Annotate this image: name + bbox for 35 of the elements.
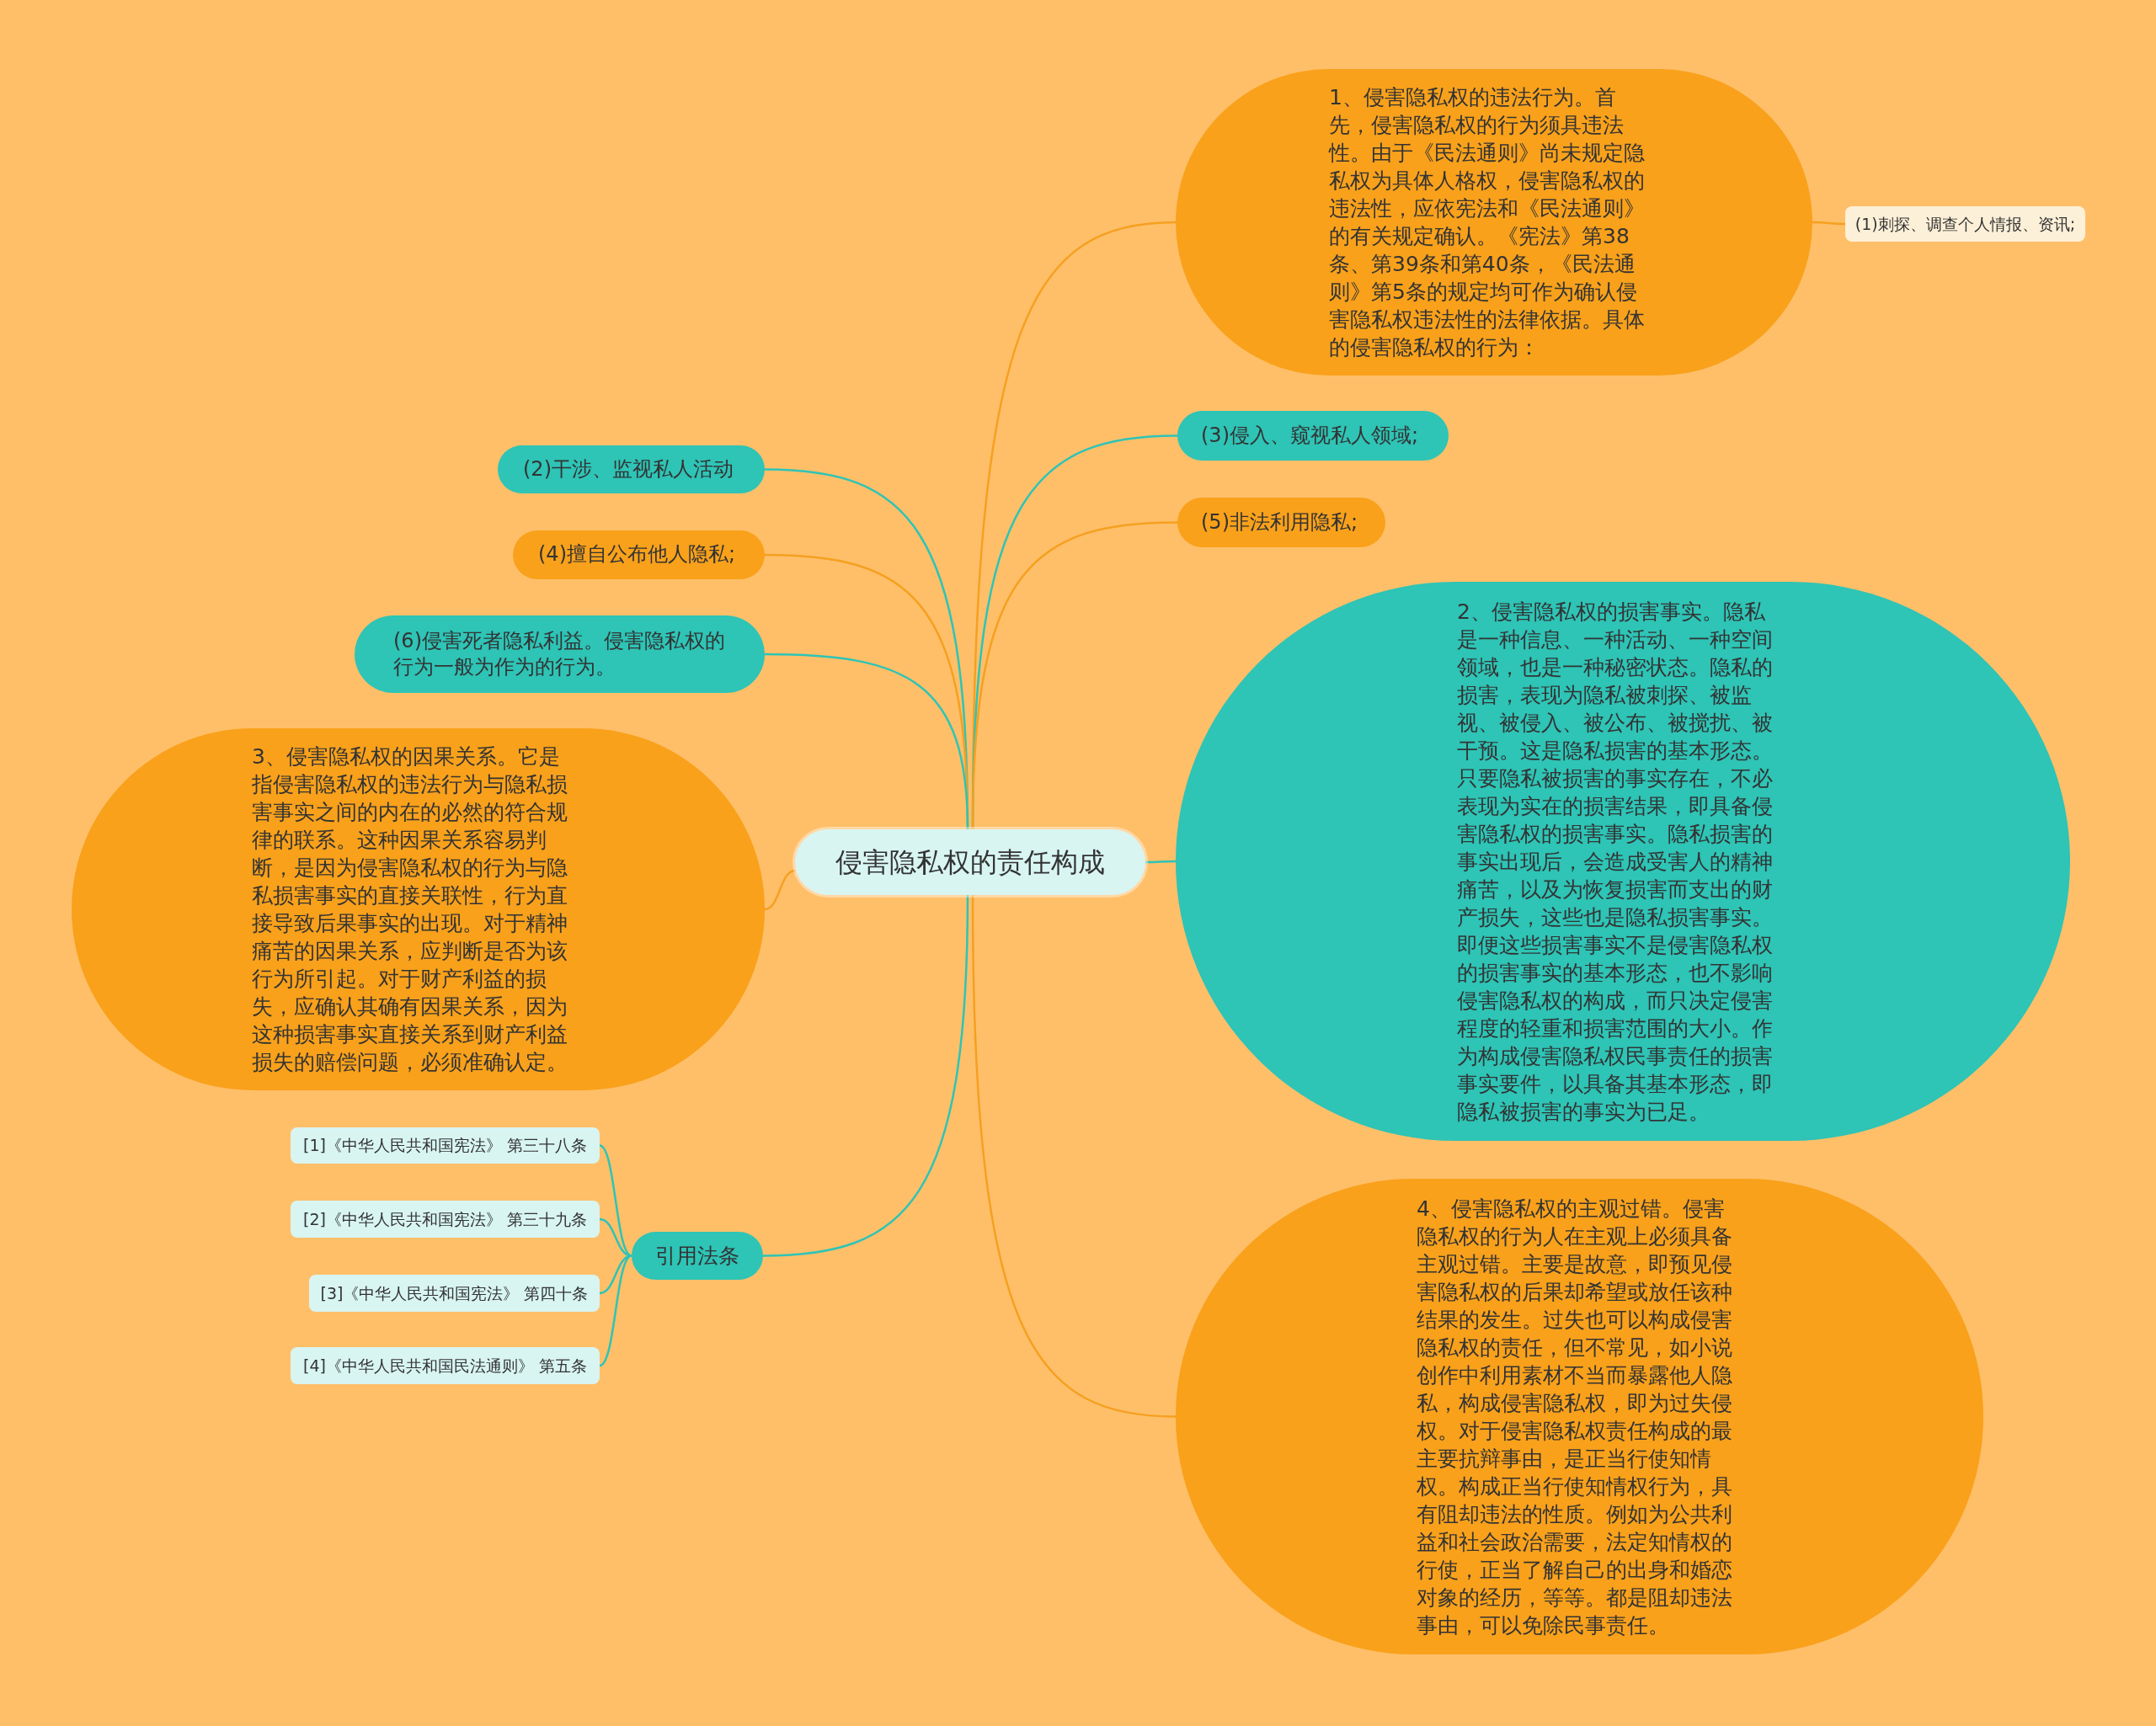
topic-bubble bbox=[513, 530, 765, 579]
connector-line bbox=[1812, 221, 1845, 226]
topic-text: (1)刺探、调查个人情报、资讯; bbox=[1854, 213, 2077, 235]
topic-text: 2、侵害隐私权的损害事实。隐私是一种信息、一种活动、一种空间领域，也是一种秘密状态。隐私的损害，表现为隐私被刺探、被监视、被侵入、被公布、被搅扰、被干预。这是隐私损害的基本形态。只要隐私被损害的事实存在，不必表现为实在的损害结果，即具备侵害隐私权的损害事实。隐私损害的事实出现后，会造成受害人的精神痛苦，以及为恢复损害而支出的财产损失，这些也是隐私损害事实。即便这些损害事实不是侵害隐私权的损害事实的基本形态，也不影响侵害隐私权的构成，而只决定侵害程度的轻重和损害范围的大小。作为构成侵害隐私权民事责任的损害事实要件，以具备其基本形态，即隐私被损害的事实为已足。 bbox=[1457, 598, 1774, 1126]
topic-text: (3)侵入、窥视私人领域; bbox=[1201, 422, 1420, 449]
topic-bubble bbox=[498, 445, 765, 493]
topic-text: 3、侵害隐私权的因果关系。它是指侵害隐私权的违法行为与隐私损害事实之间的内在的必然的符合规律的联系。这种因果关系容易判断，是因为侵害隐私权的行为与隐私损害事实的直接关联性，行为直接导致后果事实的出现。对于精神痛苦的因果关系，应判断是否为该行为所引起。对于财产利益的损失，应确认其确有因果关系，因为这种损害事实直接关系到财产利益损失的赔偿问题，必须准确认定。 bbox=[252, 743, 568, 1076]
connector-line bbox=[762, 894, 969, 1257]
connector-line bbox=[599, 1255, 632, 1295]
connector-line bbox=[599, 1144, 632, 1257]
reference-box bbox=[1845, 206, 2085, 242]
topic-text: 侵害隐私权的责任构成 bbox=[835, 845, 1106, 880]
connector-line bbox=[1145, 860, 1176, 864]
connector-line bbox=[764, 653, 969, 830]
topic-bubble bbox=[632, 1232, 763, 1280]
topic-text: [4]《中华人民共和国民法通则》 第五条 bbox=[302, 1355, 588, 1377]
connector-line bbox=[971, 895, 1177, 1418]
topic-text: (2)干涉、监视私人活动 bbox=[523, 455, 734, 482]
reference-box bbox=[309, 1275, 600, 1312]
topic-text: 引用法条 bbox=[654, 1243, 740, 1270]
topic-text: [3]《中华人民共和国宪法》 第四十条 bbox=[319, 1282, 590, 1304]
reference-box bbox=[291, 1347, 600, 1384]
topic-text: (4)擅自公布他人隐私; bbox=[538, 541, 737, 567]
topic-text: 1、侵害隐私权的违法行为。首先，侵害隐私权的行为须具违法性。由于《民法通则》尚未规定隐私权为具体人格权，侵害隐私权的违法性，应依宪法和《民法通则》的有关规定确认。《宪法》第38条、第39条和第40条，《民法通则》第5条的规定均可作为确认侵害隐私权违法性的法律依据。具体的侵害隐私权的行为： bbox=[1329, 84, 1646, 361]
connector-line bbox=[764, 869, 796, 911]
topic-text: [2]《中华人民共和国宪法》 第三十九条 bbox=[302, 1208, 588, 1230]
topic-text: [1]《中华人民共和国宪法》 第三十八条 bbox=[302, 1135, 588, 1156]
connector-line bbox=[971, 521, 1178, 830]
topic-text: 4、侵害隐私权的主观过错。侵害隐私权的行为人在主观上必须具备主观过错。主要是故意，即预见侵害隐私权的后果却希望或放任该种结果的发生。过失也可以构成侵害隐私权的责任，但不常见，如小说创作中利用素材不当而暴露他人隐私，构成侵害隐私权，即为过失侵权。对于侵害隐私权责任构成的最主要抗辩事由，是正当行使知情权。构成正当行使知情权行为，具有阻却违法的性质。例如为公共利益和社会政治需要，法定知情权的行使，正当了解自己的出身和婚恋对象的经历，等等。都是阻却违法事由，可以免除民事责任。 bbox=[1417, 1195, 1733, 1639]
reference-box bbox=[291, 1201, 600, 1238]
topic-text: (5)非法利用隐私; bbox=[1201, 509, 1359, 535]
central-topic bbox=[795, 829, 1145, 895]
topic-text: (6)侵害死者隐私利益。侵害隐私权的行为一般为作为的行为。 bbox=[393, 627, 726, 681]
connector-line bbox=[599, 1255, 632, 1367]
reference-box bbox=[291, 1127, 600, 1164]
